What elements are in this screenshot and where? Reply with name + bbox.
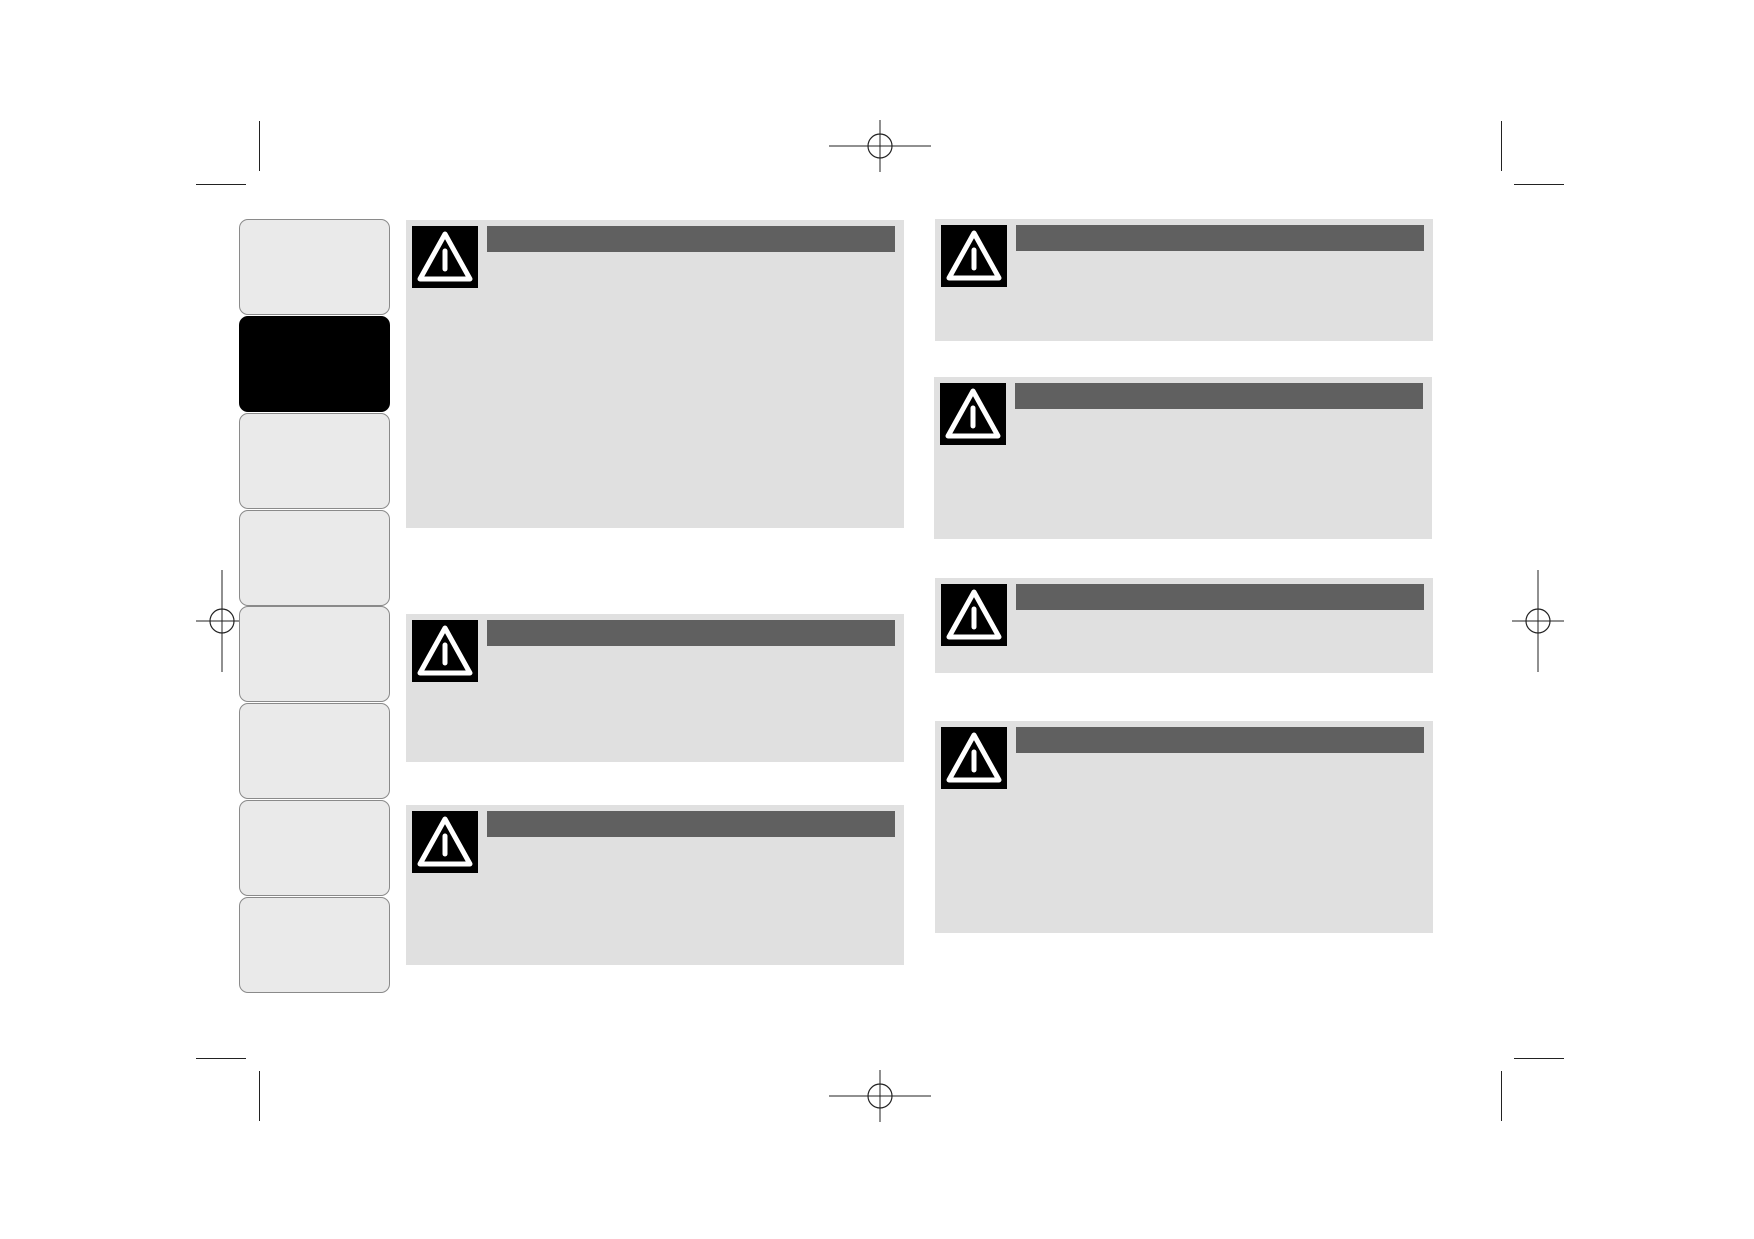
warning-heading-bar [1015, 383, 1423, 409]
warning-triangle-icon [940, 383, 1006, 445]
warning-triangle-icon [941, 225, 1007, 287]
registration-crosshair-icon [829, 120, 931, 172]
section-tab-4[interactable] [239, 510, 390, 606]
warning-heading-bar [1016, 225, 1424, 251]
warning-heading-bar [487, 226, 895, 252]
warning-box [935, 578, 1433, 673]
registration-crosshair-icon [1512, 570, 1564, 672]
crop-mark [1501, 121, 1502, 171]
section-tab-7[interactable] [239, 800, 390, 896]
section-tab-1[interactable] [239, 219, 390, 315]
warning-triangle-icon [412, 620, 478, 682]
warning-box [935, 219, 1433, 341]
registration-crosshair-icon [829, 1070, 931, 1122]
warning-heading-bar [487, 620, 895, 646]
warning-box [935, 721, 1433, 933]
warning-triangle-icon [412, 226, 478, 288]
warning-heading-bar [487, 811, 895, 837]
section-tab-5[interactable] [239, 606, 390, 702]
warning-box [406, 614, 904, 762]
crop-mark [259, 121, 260, 171]
crop-mark [196, 1058, 246, 1059]
crop-mark [1514, 1058, 1564, 1059]
warning-heading-bar [1016, 727, 1424, 753]
warning-heading-bar [1016, 584, 1424, 610]
crop-mark [196, 184, 246, 185]
warning-triangle-icon [941, 727, 1007, 789]
section-tab-8[interactable] [239, 897, 390, 993]
warning-box [406, 805, 904, 965]
section-tab-3[interactable] [239, 413, 390, 509]
crop-mark [1514, 184, 1564, 185]
warning-box [934, 377, 1432, 539]
warning-triangle-icon [412, 811, 478, 873]
registration-crosshair-icon [196, 570, 248, 672]
crop-mark [259, 1071, 260, 1121]
crop-mark [1501, 1071, 1502, 1121]
section-tab-6[interactable] [239, 703, 390, 799]
section-tab-2-active[interactable] [239, 316, 390, 412]
warning-triangle-icon [941, 584, 1007, 646]
warning-box [406, 220, 904, 528]
